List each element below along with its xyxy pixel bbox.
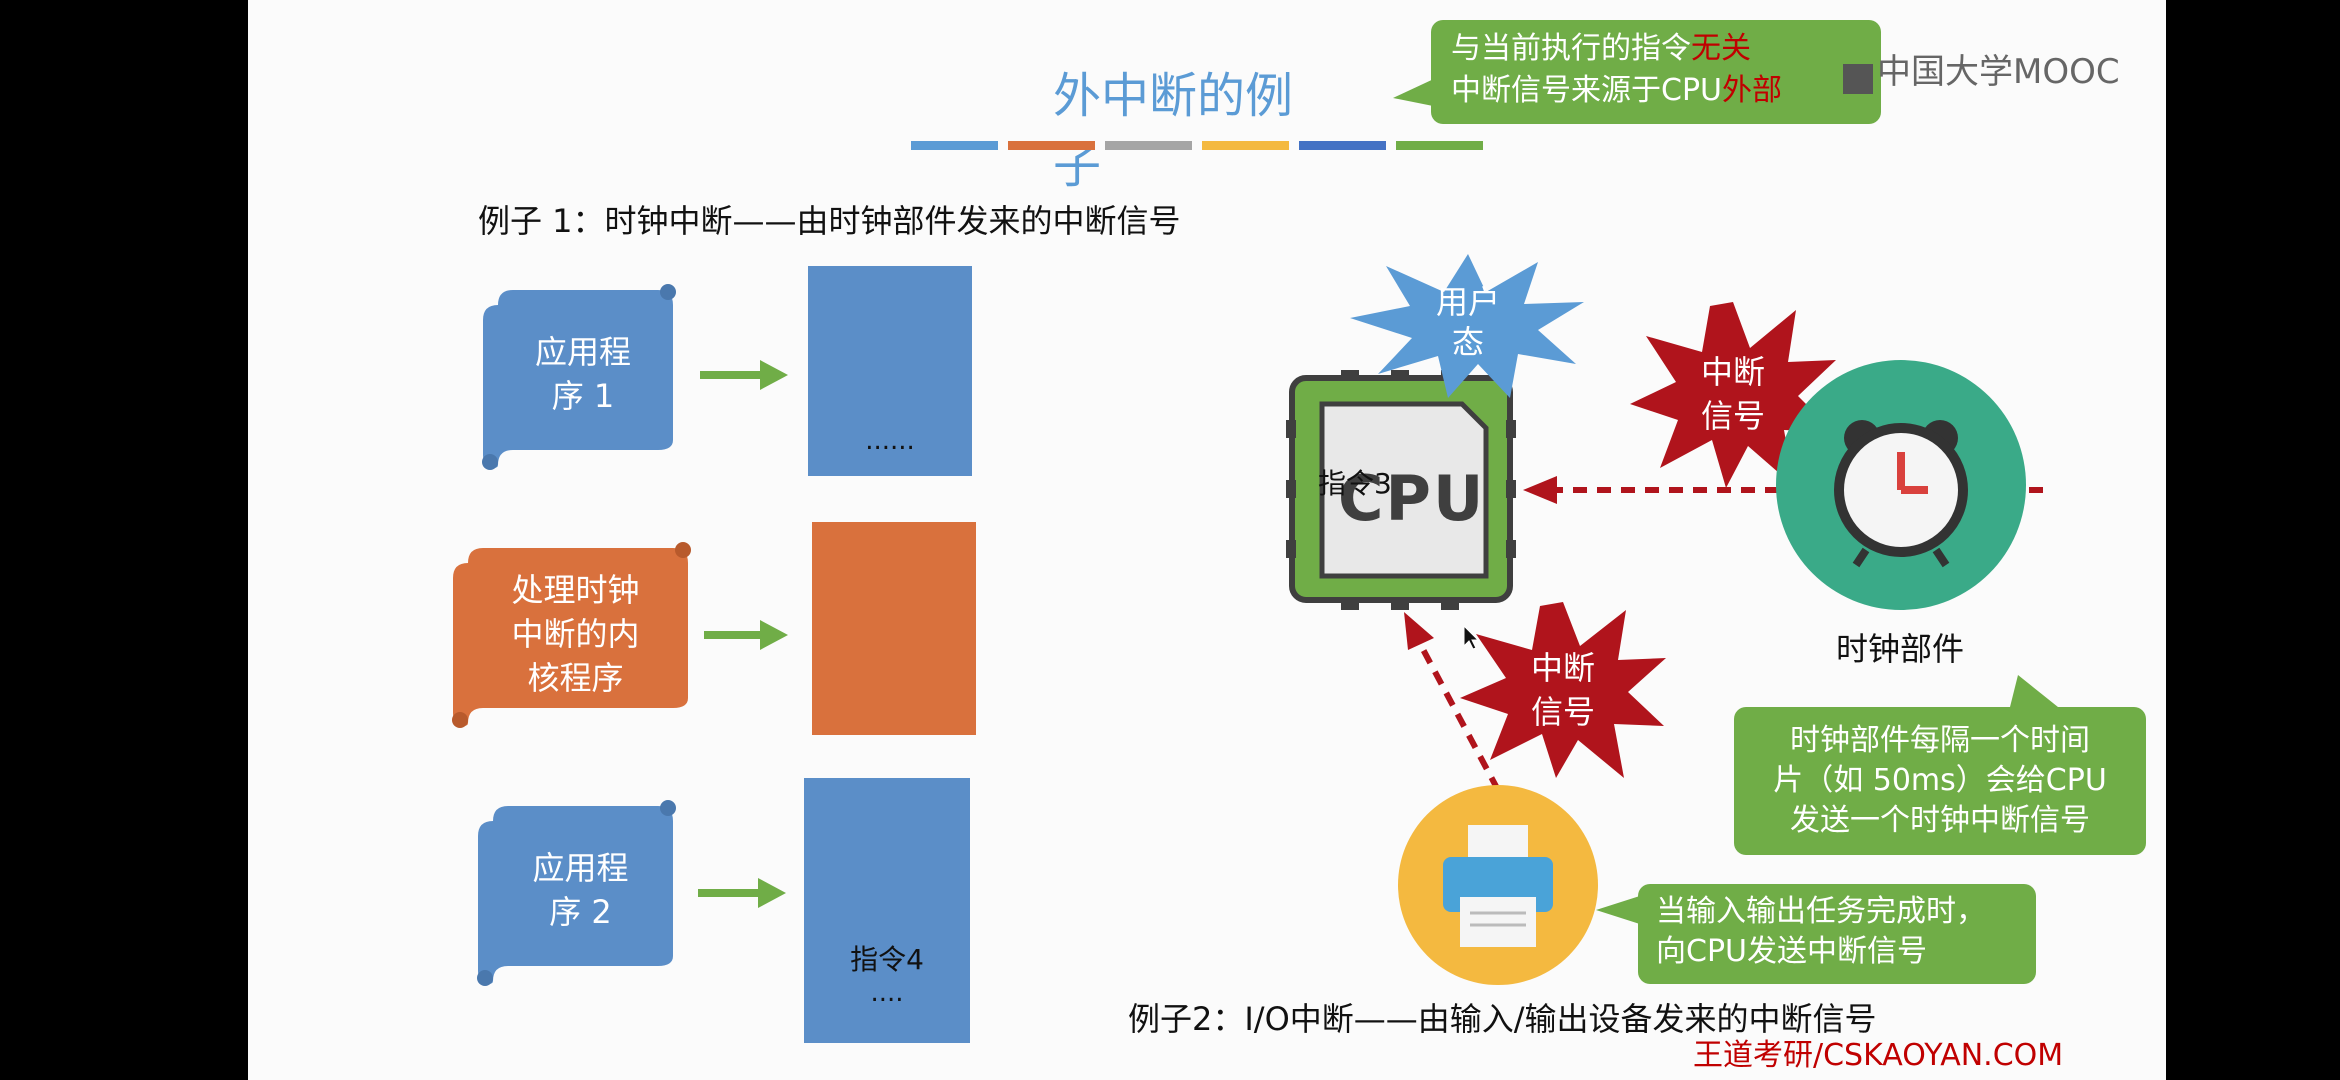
scroll2-line3: 核程序 — [527, 659, 624, 697]
clock-label: 时钟部件 — [1836, 630, 1965, 668]
arrow-head-1 — [760, 360, 788, 390]
interrupt-signal-burst-bottom: 中断 信号 — [1458, 600, 1668, 780]
clock-callout-line3: 发送一个时钟中断信号 — [1790, 803, 2090, 838]
example1-label: 例子 1：时钟中断——由时钟部件发来的中断信号 — [478, 202, 1181, 240]
callout-top-line2: 中断信号来源于CPU — [1451, 73, 1722, 108]
user-mode-burst: 用户 态 — [1348, 252, 1588, 402]
scroll3-line1: 应用程 — [532, 849, 629, 887]
printer-device — [1398, 785, 1598, 985]
cpu-instruction: 指令3 — [1318, 467, 1392, 500]
memory-block-app2: 指令4 .... — [804, 778, 970, 1043]
dashed-arrow-io-to-cpu — [1404, 612, 1501, 792]
cpu-chip: CPU 指令3 — [1286, 370, 1516, 610]
color-bar-segment — [911, 141, 998, 150]
io-callout-line2: 向CPU发送中断信号 — [1656, 934, 1927, 969]
signal-top-line1: 中断 — [1700, 353, 1765, 391]
cpu-label: CPU — [1338, 462, 1486, 535]
clock-callout-line1: 时钟部件每隔一个时间 — [1790, 723, 2090, 758]
block3-instruction: 指令4 — [850, 943, 924, 976]
arrow-head-2 — [760, 620, 788, 650]
clock-callout-line2: 片（如 50ms）会给CPU — [1773, 763, 2107, 798]
callout-top: 与当前执行的指令无关 中断信号来源于CPU外部 — [1431, 20, 1881, 124]
block1-dots: ...... — [865, 426, 915, 456]
scroll1-line1: 应用程 — [534, 333, 631, 371]
mouse-cursor-icon — [1464, 626, 1480, 650]
slide-title: 外中断的例子 — [1053, 68, 1294, 194]
slide: 外中断的例子 与当前执行的指令无关 中断信号来源于CPU外部 中国大学MOOC … — [248, 0, 2166, 1080]
scroll1-line2: 序 1 — [551, 377, 615, 415]
user-mode-line1: 用户 — [1435, 283, 1500, 321]
scroll-app-program-2: 应用程 序 2 — [473, 796, 678, 986]
clock-callout: 时钟部件每隔一个时间 片（如 50ms）会给CPU 发送一个时钟中断信号 — [1734, 707, 2146, 855]
scroll3-line2: 序 2 — [549, 893, 612, 931]
io-callout-line1: 当输入输出任务完成时， — [1656, 894, 1986, 929]
callout-top-highlight2: 外部 — [1722, 73, 1782, 108]
scroll-kernel-clock-handler: 处理时钟 中断的内 核程序 — [448, 538, 693, 728]
arrow-2 — [704, 631, 764, 639]
scroll2-line1: 处理时钟 — [511, 571, 640, 609]
user-mode-line2: 态 — [1451, 323, 1484, 361]
signal-bottom-line1: 中断 — [1530, 649, 1595, 687]
mooc-logo-text: 中国大学MOOC — [1877, 52, 2120, 92]
callout-top-line1: 与当前执行的指令 — [1451, 31, 1691, 66]
color-bar-segment — [1299, 141, 1386, 150]
block3-dots: .... — [870, 978, 904, 1008]
scroll-app-program-1: 应用程 序 1 — [478, 280, 678, 470]
arrow-3 — [698, 889, 763, 897]
signal-bottom-line2: 信号 — [1530, 693, 1595, 731]
color-bar-segment — [1105, 141, 1192, 150]
example2-label: 例子2：I/O中断——由输入/输出设备发来的中断信号 — [1128, 1000, 1877, 1038]
color-bar-segment — [1008, 141, 1095, 150]
arrow-head-3 — [758, 878, 786, 908]
scroll2-line2: 中断的内 — [511, 615, 640, 653]
clock-callout-pointer — [2008, 675, 2068, 715]
color-bar-segment — [1396, 141, 1483, 150]
callout-top-highlight1: 无关 — [1691, 31, 1751, 66]
memory-block-kernel — [812, 522, 976, 735]
watermark: 王道考研/CSKAOYAN.COM — [1693, 1038, 2064, 1073]
clock-component — [1776, 360, 2026, 610]
memory-block-app1: ...... — [808, 266, 972, 476]
io-callout-pointer — [1596, 894, 1646, 926]
mooc-logo: 中国大学MOOC — [1843, 44, 2120, 94]
arrow-1 — [700, 371, 765, 379]
signal-top-line2: 信号 — [1700, 397, 1765, 435]
io-callout: 当输入输出任务完成时， 向CPU发送中断信号 — [1638, 884, 2036, 984]
mooc-logo-icon — [1843, 63, 1873, 94]
color-bar-segment — [1202, 141, 1289, 150]
